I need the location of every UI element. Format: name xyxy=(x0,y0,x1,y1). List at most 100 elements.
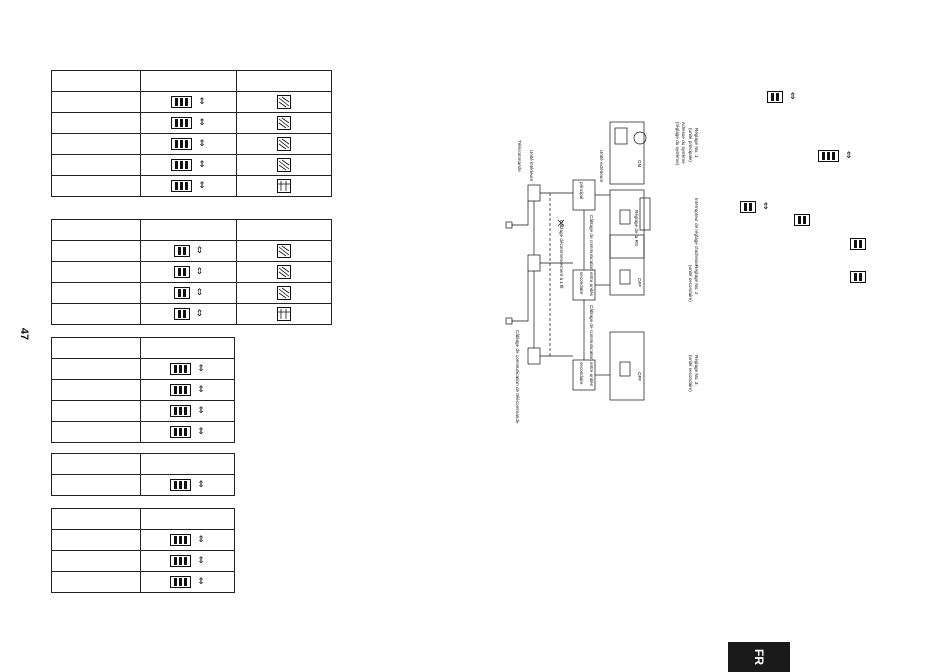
setting-2-sub-label: (unité secondaire) xyxy=(688,265,693,302)
dip-switch-icon xyxy=(171,116,193,129)
knob-icon xyxy=(277,243,291,258)
table-row: ⇕ xyxy=(51,91,332,113)
table-row: ⇕ xyxy=(51,421,235,443)
knob-icon xyxy=(277,178,291,193)
setting-3-label: Réglage No. 3 xyxy=(694,355,699,385)
indoor-unit-label: Unité intérieure xyxy=(529,150,534,182)
wiring-note-label: Câblage décommencement à 1 fil xyxy=(559,220,564,288)
switch-table-3: ⇕ ⇕ ⇕ ⇕ xyxy=(51,337,235,443)
arrow-icon: ⇕ xyxy=(197,384,205,395)
address-system-label: Adresse du système xyxy=(681,122,686,164)
language-tab: FR xyxy=(728,642,790,672)
table-row: ⇕ xyxy=(51,154,332,176)
wiring-diagram: Réglage No. 1 (unité principale) Adresse… xyxy=(505,121,699,424)
secondary-unit-label-2: secondaire xyxy=(579,362,584,385)
dip-switch-group xyxy=(850,268,866,286)
dip-switch-icon xyxy=(171,137,193,150)
table-row: ⇕ xyxy=(51,175,332,197)
dip-switch-icon xyxy=(170,575,192,588)
arrow-icon: ⇕ xyxy=(195,287,204,298)
dip-switch-group xyxy=(794,211,810,229)
language-tab-label: FR xyxy=(752,649,766,665)
arrow-icon: ⇕ xyxy=(197,534,205,545)
switch-table-2: ⇕ ⇕ ⇕ ⇕ xyxy=(51,219,332,325)
arrow-icon: ⇕ xyxy=(197,479,205,490)
dip-switch-icon xyxy=(850,237,866,250)
arrow-icon: ⇕ xyxy=(198,96,206,107)
dip-switch-icon xyxy=(170,554,192,567)
setting-3-sub-label: (unité secondaire) xyxy=(688,355,693,392)
dip-switch-icon xyxy=(173,307,190,320)
switch-table-1: ⇕ ⇕ ⇕ ⇕ ⇕ xyxy=(51,70,332,197)
knob-icon xyxy=(277,157,291,172)
setting-1-sub-label: (unité principale) xyxy=(688,128,693,162)
table-row: ⇕ xyxy=(51,240,332,262)
dip-switch-icon xyxy=(850,270,866,283)
arrow-icon: ⇕ xyxy=(195,308,204,319)
dip-switch-group xyxy=(850,235,866,253)
main-unit-label: principal xyxy=(579,182,584,199)
arrow-icon: ⇕ xyxy=(198,180,206,191)
dip-switch-group: ⇕ xyxy=(740,198,770,216)
address-system-sub-label: (réglage du système) xyxy=(675,122,680,166)
arrow-icon: ⇕ xyxy=(195,245,204,256)
knob-icon xyxy=(277,136,291,151)
arrow-icon: ⇕ xyxy=(197,555,205,566)
setting-1-label: Réglage No. 1 xyxy=(694,128,699,158)
arrow-icon: ⇕ xyxy=(197,363,205,374)
cable-comm-unit-label: Câblage de communication entre unités xyxy=(589,215,594,297)
off-label-2: OFF xyxy=(637,372,642,381)
switch-table-5: ⇕ ⇕ ⇕ xyxy=(51,508,235,593)
table-row: ⇕ xyxy=(51,303,332,325)
arrow-icon: ⇕ xyxy=(198,117,206,128)
knob-icon xyxy=(277,94,291,109)
dip-switch-group: ⇕ xyxy=(767,88,797,106)
arrow-icon: ⇕ xyxy=(762,201,770,212)
dip-switch-icon xyxy=(818,149,839,162)
dip-switch-icon xyxy=(170,404,192,417)
table-row: ⇕ xyxy=(51,379,235,401)
arrow-icon: ⇕ xyxy=(197,576,205,587)
setting-rs-label: Réglage de la RS xyxy=(634,210,639,246)
remote-label: Télécommande xyxy=(517,140,522,172)
arrow-icon: ⇕ xyxy=(198,138,206,149)
outdoor-unit-label: Unité extérieure xyxy=(599,150,604,183)
dip-switch-icon xyxy=(170,383,192,396)
setting-1-box xyxy=(609,121,645,185)
setting-3-box xyxy=(609,331,645,401)
table-row: ⇕ xyxy=(51,282,332,304)
setting-2-box xyxy=(609,234,645,296)
knob-icon xyxy=(277,306,291,321)
table-row: ⇕ xyxy=(51,358,235,380)
dip-switch-icon xyxy=(170,362,192,375)
table-row: ⇕ xyxy=(51,550,235,572)
arrow-icon: ⇕ xyxy=(198,159,206,170)
on-label: ON xyxy=(637,160,642,167)
dip-switch-icon xyxy=(170,425,192,438)
dip-switch-icon xyxy=(173,244,190,257)
dip-switch-icon xyxy=(173,286,190,299)
dip-switch-icon xyxy=(740,200,756,213)
arrow-icon: ⇕ xyxy=(789,91,797,102)
knob-icon xyxy=(277,264,291,279)
arrow-icon: ⇕ xyxy=(197,405,205,416)
table-row: ⇕ xyxy=(51,133,332,155)
switch-table-4: ⇕ xyxy=(51,453,235,496)
table-row: ⇕ xyxy=(51,529,235,551)
table-row: ⇕ xyxy=(51,261,332,283)
table-row: ⇕ xyxy=(51,112,332,134)
address-switch-note: Interrupteur de réglage d'adresse xyxy=(694,198,699,266)
dip-switch-group: ⇕ xyxy=(818,147,853,165)
knob-icon xyxy=(277,285,291,300)
dip-switch-icon xyxy=(170,533,192,546)
setting-2-label: Réglage No. 2 xyxy=(694,265,699,295)
cable-comm-remote-label: Câblage de communication de télécommande xyxy=(515,330,520,424)
arrow-icon: ⇕ xyxy=(197,426,205,437)
dip-switch-icon xyxy=(794,213,810,226)
arrow-icon: ⇕ xyxy=(195,266,204,277)
dip-switch-icon xyxy=(171,179,193,192)
cable-comm-unit-label-2: Câblage de communication entre unités xyxy=(589,305,594,387)
secondary-unit-label: secondaire xyxy=(579,272,584,295)
dip-switch-icon xyxy=(171,158,193,171)
off-label: OFF xyxy=(637,278,642,287)
